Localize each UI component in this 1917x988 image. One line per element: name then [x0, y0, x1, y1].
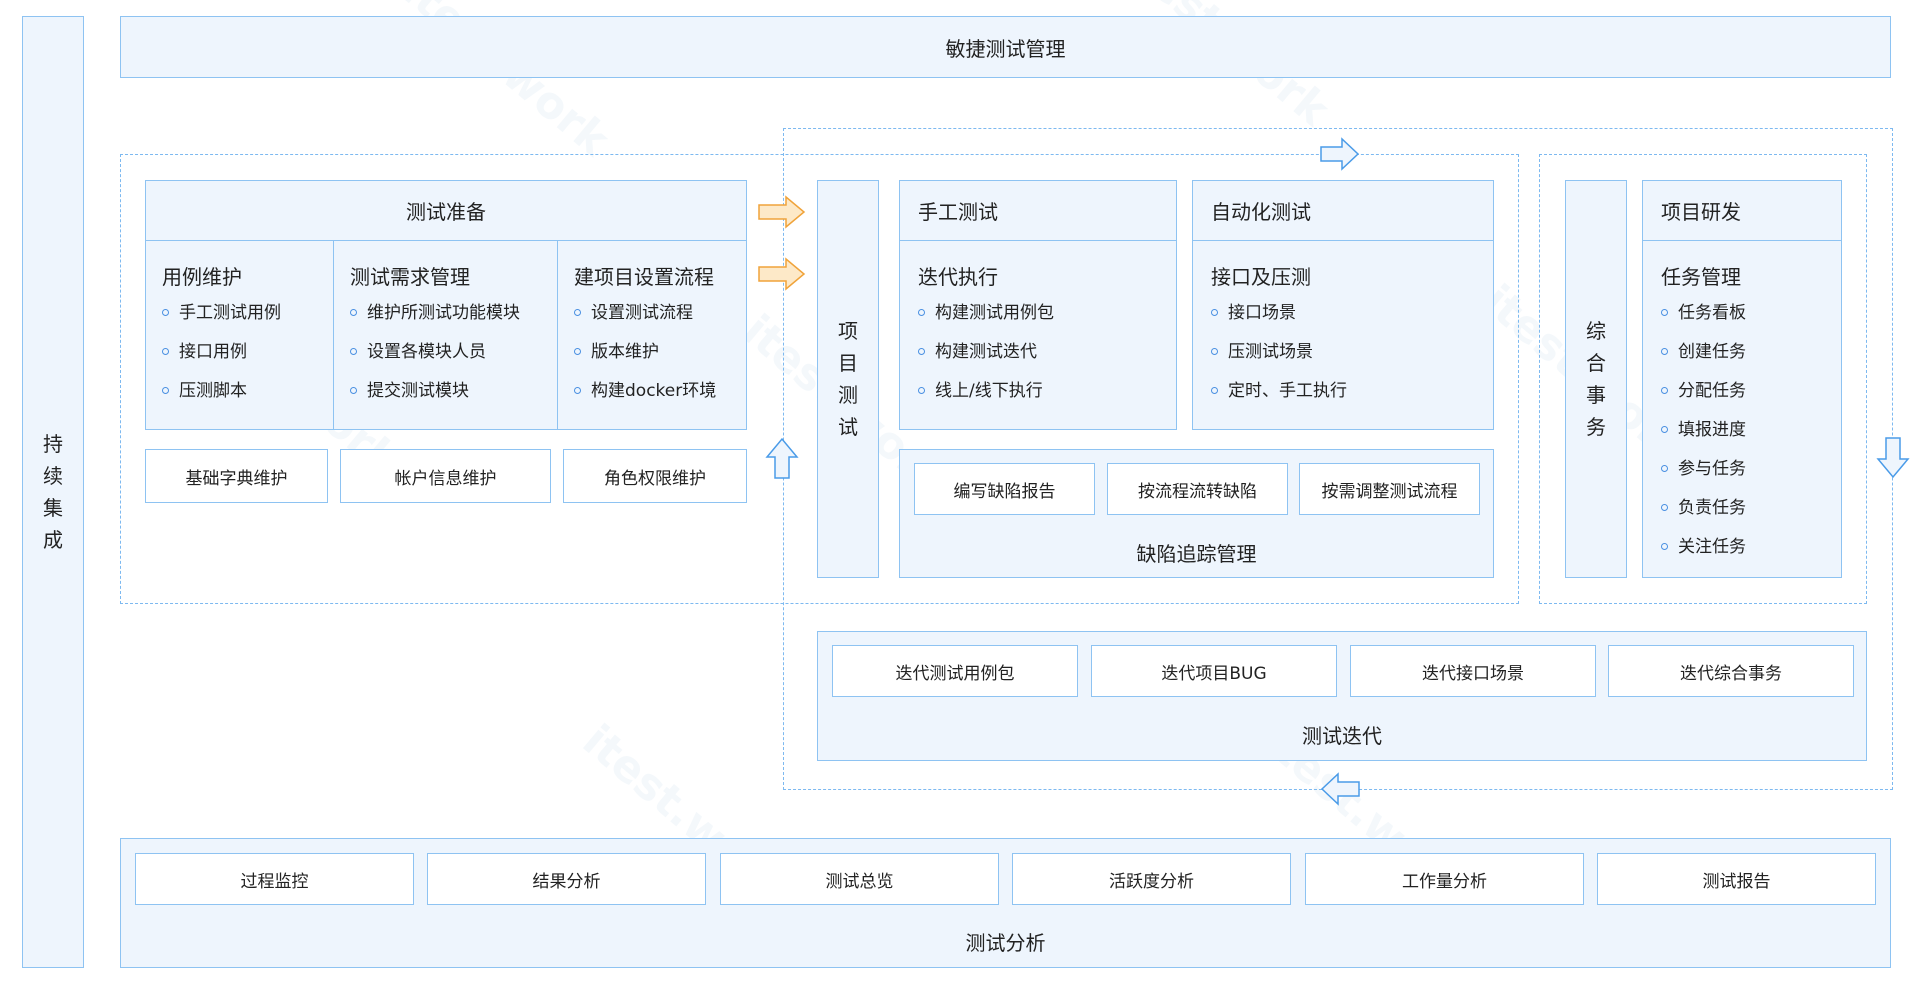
manual-test-panel: 手工测试 迭代执行 构建测试用例包 构建测试迭代 线上/线下执行 — [899, 180, 1177, 430]
bullet-icon — [1661, 348, 1668, 355]
process-monitor-button[interactable]: 过程监控 — [135, 853, 414, 905]
project-dev-header: 项目研发 — [1643, 181, 1841, 241]
list-item: 设置测试流程 — [574, 301, 716, 340]
list-item: 关注任务 — [1661, 535, 1746, 574]
iteration-api-scene-button[interactable]: 迭代接口场景 — [1350, 645, 1596, 697]
bullet-icon — [918, 309, 925, 316]
continuous-integration-bar: 持 续 集 成 — [22, 16, 84, 968]
list-item: 构建测试用例包 — [918, 301, 1054, 340]
bullet-icon — [1211, 348, 1218, 355]
bullet-icon — [1211, 309, 1218, 316]
bullet-icon — [918, 387, 925, 394]
bullet-icon — [1661, 465, 1668, 472]
bullet-icon — [350, 387, 357, 394]
bullet-icon — [574, 387, 581, 394]
list-item: 线上/线下执行 — [918, 379, 1054, 418]
test-overview-button[interactable]: 测试总览 — [720, 853, 999, 905]
api-load-test-title: 接口及压测 — [1211, 265, 1311, 289]
role-permission-button[interactable]: 角色权限维护 — [563, 449, 747, 503]
project-setup-column: 建项目设置流程 设置测试流程 版本维护 构建docker环境 — [558, 241, 746, 429]
manual-test-header: 手工测试 — [900, 181, 1176, 241]
write-defect-report-button[interactable]: 编写缺陷报告 — [914, 463, 1095, 515]
bullet-icon — [574, 348, 581, 355]
list-item: 手工测试用例 — [162, 301, 281, 340]
bullet-icon — [162, 387, 169, 394]
bullet-icon — [1661, 543, 1668, 550]
list-item: 参与任务 — [1661, 457, 1746, 496]
activity-analysis-button[interactable]: 活跃度分析 — [1012, 853, 1291, 905]
test-planning-region — [120, 154, 1519, 604]
test-preparation-panel: 测试准备 用例维护 手工测试用例 接口用例 压测脚本 测试需求管理 维护所测试功… — [145, 180, 747, 430]
list-item: 维护所测试功能模块 — [350, 301, 520, 340]
iteration-affairs-button[interactable]: 迭代综合事务 — [1608, 645, 1854, 697]
bullet-icon — [1661, 426, 1668, 433]
project-setup-title: 建项目设置流程 — [574, 265, 714, 289]
automation-test-panel: 自动化测试 接口及压测 接口场景 压测试场景 定时、手工执行 — [1192, 180, 1494, 430]
arrow-left-icon — [1320, 772, 1360, 806]
dictionary-maintenance-button[interactable]: 基础字典维护 — [145, 449, 328, 503]
bullet-icon — [574, 309, 581, 316]
arrow-down-icon — [1876, 437, 1910, 479]
list-item: 压测试场景 — [1211, 340, 1347, 379]
list-item: 负责任务 — [1661, 496, 1746, 535]
list-item: 压测脚本 — [162, 379, 281, 418]
iteration-execution-title: 迭代执行 — [918, 265, 998, 289]
list-item: 版本维护 — [574, 340, 716, 379]
list-item: 任务看板 — [1661, 301, 1746, 340]
list-item: 构建测试迭代 — [918, 340, 1054, 379]
iteration-bug-button[interactable]: 迭代项目BUG — [1091, 645, 1337, 697]
project-test-label: 项 目 测 试 — [838, 319, 858, 439]
list-item: 创建任务 — [1661, 340, 1746, 379]
test-report-button[interactable]: 测试报告 — [1597, 853, 1876, 905]
list-item: 提交测试模块 — [350, 379, 520, 418]
test-preparation-title: 测试准备 — [146, 181, 746, 241]
bullet-icon — [350, 348, 357, 355]
automation-test-header: 自动化测试 — [1193, 181, 1493, 241]
defect-flow-button[interactable]: 按流程流转缺陷 — [1107, 463, 1288, 515]
test-iteration-title: 测试迭代 — [1302, 723, 1382, 748]
list-item: 填报进度 — [1661, 418, 1746, 457]
defect-tracking-title: 缺陷追踪管理 — [1136, 541, 1257, 566]
result-analysis-button[interactable]: 结果分析 — [427, 853, 706, 905]
adjust-test-flow-button[interactable]: 按需调整测试流程 — [1299, 463, 1480, 515]
bullet-icon — [350, 309, 357, 316]
list-item: 定时、手工执行 — [1211, 379, 1347, 418]
bullet-icon — [162, 348, 169, 355]
bullet-icon — [1661, 387, 1668, 394]
list-item: 设置各模块人员 — [350, 340, 520, 379]
project-test-bar: 项 目 测 试 — [817, 180, 879, 578]
general-affairs-bar: 综 合 事 务 — [1565, 180, 1627, 578]
bullet-icon — [162, 309, 169, 316]
task-management-title: 任务管理 — [1661, 265, 1741, 289]
requirement-management-column: 测试需求管理 维护所测试功能模块 设置各模块人员 提交测试模块 — [334, 241, 558, 429]
test-analysis-panel: 测试分析 — [120, 838, 1891, 968]
test-analysis-title: 测试分析 — [965, 930, 1046, 955]
bullet-icon — [918, 348, 925, 355]
list-item: 分配任务 — [1661, 379, 1746, 418]
arrow-up-icon — [765, 437, 799, 479]
project-dev-region — [1539, 154, 1867, 604]
workload-analysis-button[interactable]: 工作量分析 — [1305, 853, 1584, 905]
list-item: 接口用例 — [162, 340, 281, 379]
case-maintenance-title: 用例维护 — [162, 265, 242, 289]
bullet-icon — [1211, 387, 1218, 394]
project-dev-panel: 项目研发 任务管理 任务看板 创建任务 分配任务 填报进度 参与任务 负责任务 … — [1642, 180, 1842, 578]
case-maintenance-column: 用例维护 手工测试用例 接口用例 压测脚本 — [146, 241, 334, 429]
arrow-right-icon — [1320, 137, 1360, 171]
continuous-integration-label: 持 续 集 成 — [43, 432, 63, 552]
requirement-management-title: 测试需求管理 — [350, 265, 470, 289]
iteration-case-package-button[interactable]: 迭代测试用例包 — [832, 645, 1078, 697]
account-info-button[interactable]: 帐户信息维护 — [340, 449, 551, 503]
bullet-icon — [1661, 309, 1668, 316]
list-item: 接口场景 — [1211, 301, 1347, 340]
list-item: 构建docker环境 — [574, 379, 716, 418]
arrow-right-icon — [758, 195, 806, 229]
agile-test-management-title: 敏捷测试管理 — [120, 16, 1891, 78]
arrow-right-icon — [758, 257, 806, 291]
bullet-icon — [1661, 504, 1668, 511]
general-affairs-label: 综 合 事 务 — [1586, 319, 1606, 439]
